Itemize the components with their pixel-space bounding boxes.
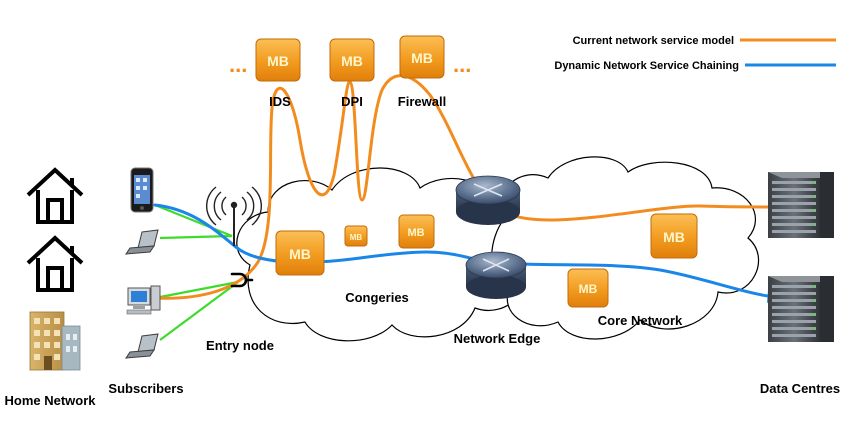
subscribers-label: Subscribers	[108, 381, 183, 396]
middlebox-core-upper: MB	[650, 213, 698, 259]
house-icon	[26, 167, 84, 224]
desktop-computer-icon	[126, 285, 161, 315]
core-network-cloud	[491, 156, 760, 340]
middlebox-label: MB	[267, 53, 289, 69]
middlebox-dpi: MB	[329, 38, 375, 82]
ellipsis-right: ...	[453, 52, 471, 77]
middlebox-ids: MB	[255, 38, 301, 82]
middlebox-congeries-medium: MB	[398, 214, 435, 249]
middlebox-label: MB	[579, 282, 598, 296]
router-upper-icon	[455, 175, 521, 225]
middlebox-firewall: MB	[399, 35, 445, 79]
data-centres-label: Data Centres	[760, 381, 840, 396]
server-rack-icon	[768, 276, 834, 342]
legend-dynamic-label: Dynamic Network Service Chaining	[554, 60, 739, 72]
home-network-label: Home Network	[4, 393, 96, 408]
ids-label: IDS	[269, 94, 291, 109]
middlebox-core-lower: MB	[567, 268, 609, 308]
house-icon	[26, 235, 84, 292]
ellipsis-left: ...	[229, 52, 247, 77]
router-lower-icon	[465, 251, 527, 299]
middlebox-congeries-large: MB	[275, 230, 325, 276]
wireless-antenna-icon	[206, 186, 262, 246]
middlebox-label: MB	[341, 53, 363, 69]
middlebox-label: MB	[411, 50, 433, 66]
congeries-label: Congeries	[345, 290, 409, 305]
server-rack-icon	[768, 172, 834, 238]
access-links	[154, 203, 239, 341]
middlebox-congeries-small: MB	[344, 225, 368, 247]
middlebox-label: MB	[407, 227, 424, 239]
laptop-icon	[125, 229, 159, 255]
middlebox-label: MB	[663, 229, 685, 245]
middlebox-label: MB	[350, 233, 363, 242]
dpi-label: DPI	[341, 94, 363, 109]
entry-node-label: Entry node	[206, 338, 274, 353]
network-edge-label: Network Edge	[454, 331, 541, 346]
middlebox-label: MB	[289, 246, 311, 262]
office-building-icon	[29, 311, 81, 371]
legend-current-label: Current network service model	[573, 35, 734, 47]
dynamic-chaining-path	[153, 203, 770, 298]
laptop-icon	[125, 333, 159, 359]
current-model-path	[153, 74, 770, 300]
entry-node-cable-icon	[230, 272, 254, 288]
firewall-label: Firewall	[398, 94, 446, 109]
legend: Current network service model Dynamic Ne…	[554, 35, 836, 72]
core-network-label: Core Network	[598, 313, 683, 328]
smartphone-icon	[130, 167, 154, 213]
